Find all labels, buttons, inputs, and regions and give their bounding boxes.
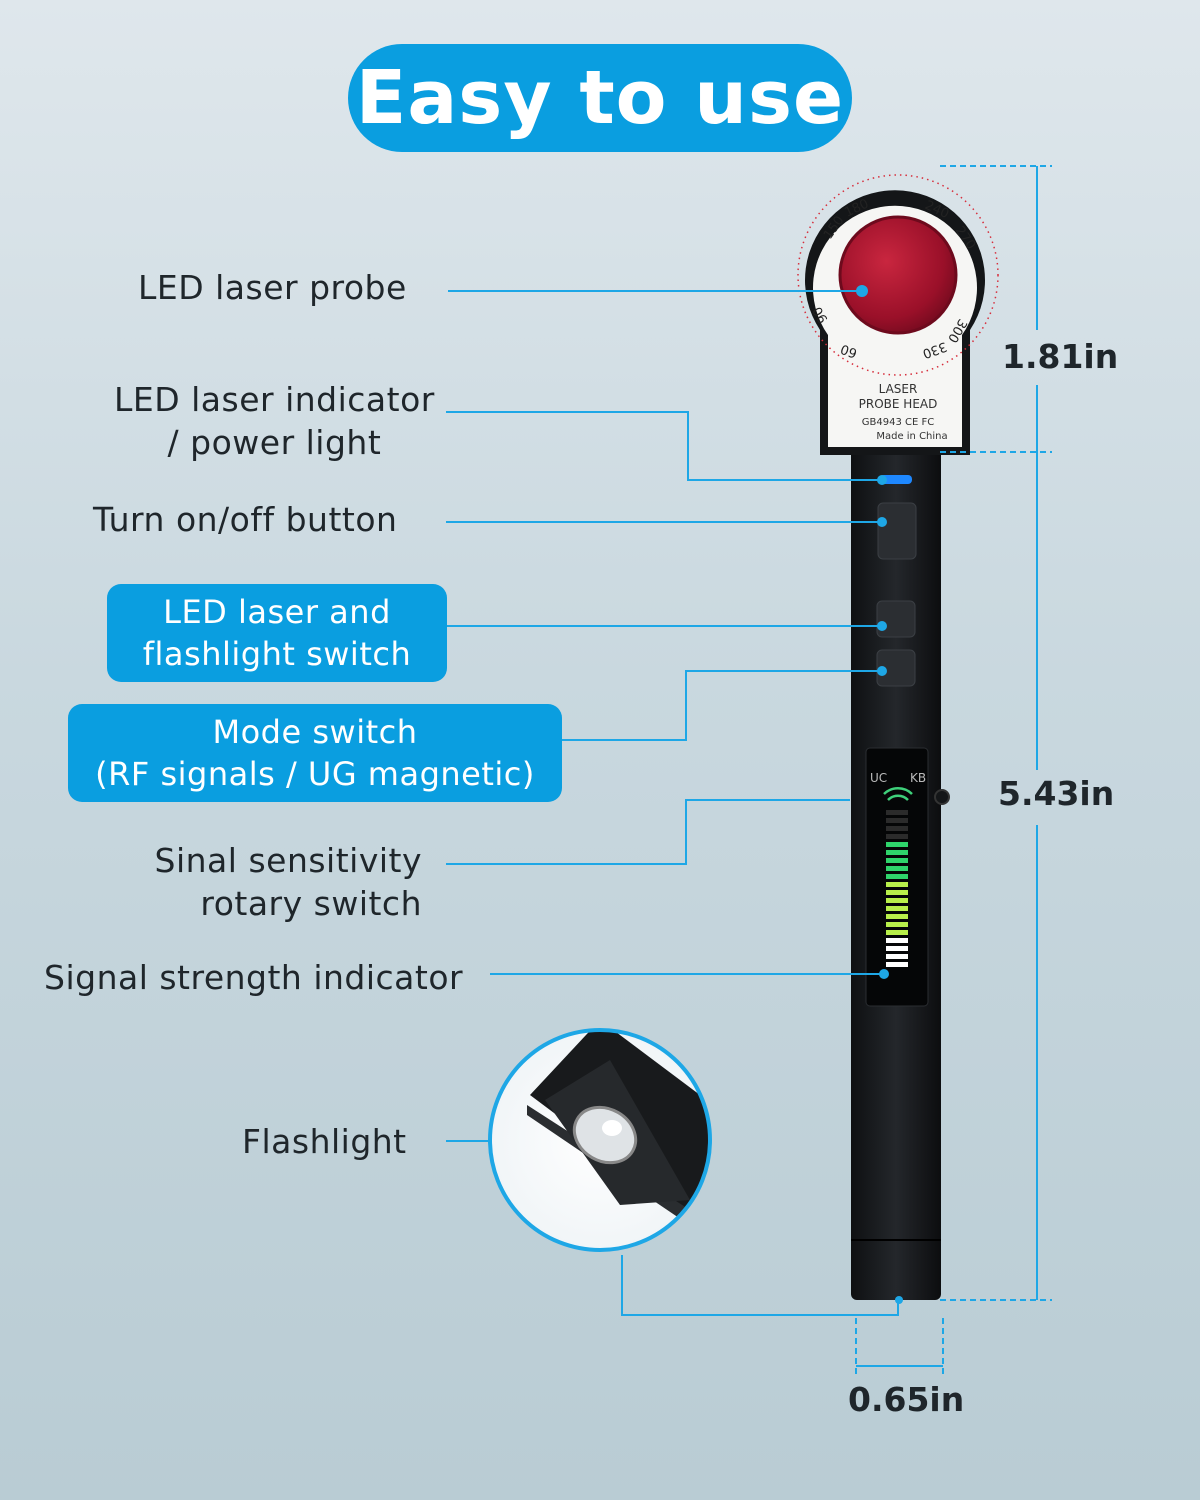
signal-bar: [886, 930, 908, 935]
title-banner: Easy to use: [348, 44, 852, 152]
dimension-width: 0.65in: [848, 1380, 965, 1419]
pill-laser-flashlight-switch: LED laser and flashlight switch: [107, 584, 447, 682]
dial-number: 60: [839, 341, 860, 361]
label-led-laser-probe: LED laser probe: [138, 268, 407, 307]
label-flashlight: Flashlight: [242, 1122, 407, 1161]
dimension-head-height: 1.81in: [1002, 337, 1119, 376]
signal-bar: [886, 866, 908, 871]
signal-bar: [886, 954, 908, 959]
dimension-total-length: 5.43in: [998, 774, 1115, 813]
signal-bar: [886, 858, 908, 863]
signal-bar: [886, 850, 908, 855]
power-button: [877, 502, 917, 560]
signal-bars: [886, 810, 908, 967]
plate-line: LASER: [879, 382, 918, 396]
dial-ring: [797, 174, 999, 376]
wifi-icon: [883, 787, 913, 801]
signal-bar: [886, 914, 908, 919]
screen-left-label: UC: [870, 771, 887, 785]
leader-lines: [446, 290, 899, 1316]
signal-bar: [886, 898, 908, 903]
probe-lens: [838, 215, 958, 335]
signal-bar: [886, 810, 908, 815]
page-title: Easy to use: [355, 55, 845, 141]
label-turn-on-off: Turn on/off button: [93, 500, 398, 539]
signal-bar: [886, 922, 908, 927]
signal-bar: [886, 882, 908, 887]
plate-certs: GB4943 CE FC: [862, 417, 934, 428]
leader-dots: [856, 285, 889, 979]
label-signal-strength: Signal strength indicator: [44, 958, 464, 997]
signal-bar: [886, 818, 908, 823]
power-led: [880, 475, 912, 484]
sensitivity-knob: [934, 789, 950, 805]
dial-number: 90: [810, 304, 831, 326]
plate-line: PROBE HEAD: [859, 397, 938, 411]
laser-flashlight-button: [876, 600, 916, 638]
signal-bar: [886, 906, 908, 911]
pill-mode-switch: Mode switch (RF signals / UG magnetic): [68, 704, 562, 802]
flashlight-zoom: [488, 1028, 712, 1252]
probe-head: 150 180 240 270 300 330 60 90 LASER PROB…: [797, 174, 999, 455]
signal-bar: [886, 874, 908, 879]
dimension-lines: [855, 165, 1052, 1378]
mode-button: [876, 649, 916, 687]
signal-bar: [886, 834, 908, 839]
signal-bar: [886, 842, 908, 847]
signal-bar: [886, 890, 908, 895]
signal-bar: [886, 962, 908, 967]
screen-right-label: KB: [910, 771, 926, 785]
flashlight-lens: [572, 1105, 638, 1165]
label-sensitivity-switch: Sinal sensitivity rotary switch: [154, 841, 422, 923]
signal-bar: [886, 946, 908, 951]
signal-bar: [886, 826, 908, 831]
label-led-laser-indicator: LED laser indicator / power light: [114, 380, 435, 462]
plate-origin: Made in China: [876, 431, 947, 442]
signal-bar: [886, 938, 908, 943]
